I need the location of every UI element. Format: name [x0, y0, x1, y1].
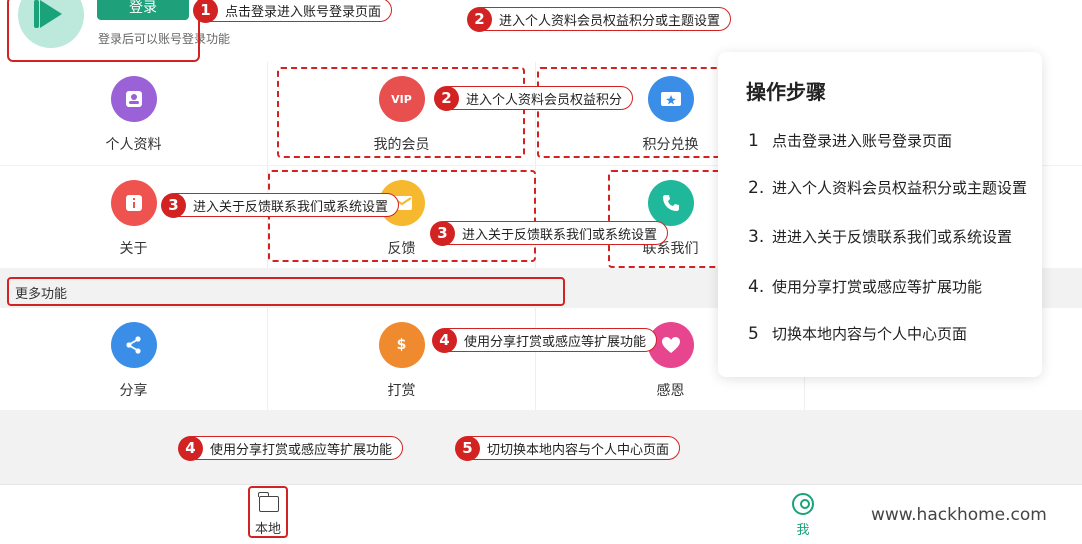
step-number: 4.	[748, 277, 765, 297]
watermark: www.hackhome.com	[871, 505, 1047, 525]
info-icon	[110, 180, 157, 226]
step-text: 切换本地内容与个人中心页面	[772, 325, 968, 343]
profile-icon	[110, 76, 157, 122]
callout-text: 使用分享打赏或感应等扩展功能	[464, 334, 647, 350]
callout-number: 4	[432, 328, 457, 353]
callout-text: 点击登录进入账号登录页面	[225, 4, 382, 20]
grid-item-label: 关于	[119, 241, 148, 257]
grid-item-points[interactable]: 积分兑换	[537, 62, 805, 165]
callout-text: 切切换本地内容与个人中心页面	[487, 442, 670, 458]
callout-number: 1	[193, 0, 218, 23]
step-text: 点击登录进入账号登录页面	[772, 132, 953, 150]
contact-dashed-highlight	[608, 170, 728, 268]
callout-text: 进入个人资料会员权益积分	[466, 92, 623, 108]
step-number: 2.	[748, 178, 765, 198]
steps-panel: 操作步骤 1 点击登录进入账号登录页面 2. 进入个人资料会员权益积分或主题设置 3…	[718, 52, 1042, 377]
grid-item-vip[interactable]: VIP 我的会员	[268, 62, 536, 165]
step-number: 1	[748, 131, 759, 151]
step-item: 3. 进进入关于反馈联系我们或系统设置	[748, 226, 1012, 247]
grid-item-share[interactable]: 分享	[0, 308, 268, 410]
step-number: 5	[748, 324, 759, 344]
callout-3b: 3 进入关于反馈联系我们或系统设置	[430, 221, 669, 246]
logo-bar	[34, 0, 39, 28]
callout-number: 3	[430, 221, 455, 246]
grid-item-label: 联系我们	[642, 241, 699, 257]
heart-icon	[647, 322, 694, 368]
callout-text: 进入关于反馈联系我们或系统设置	[462, 227, 658, 243]
step-item: 5 切换本地内容与个人中心页面	[748, 323, 967, 344]
grid-item-label: 积分兑换	[642, 137, 699, 153]
step-item: 1 点击登录进入账号登录页面	[748, 130, 952, 151]
step-item: 2. 进入个人资料会员权益积分或主题设置	[748, 177, 1027, 198]
callout-number: 2	[434, 86, 459, 111]
grid-item-label: 分享	[119, 383, 148, 399]
callout-number: 4	[178, 436, 203, 461]
step-item: 4. 使用分享打赏或感应等扩展功能	[748, 276, 982, 297]
step-number: 3.	[748, 227, 765, 247]
callout-2b: 2 进入个人资料会员权益积分	[434, 86, 634, 111]
phone-icon	[647, 180, 694, 226]
more-functions-highlight-box	[7, 277, 565, 306]
callout-text: 进入关于反馈联系我们或系统设置	[193, 199, 389, 215]
callout-text: 进入个人资料会员权益积分或主题设置	[499, 13, 721, 29]
grid-item-tip[interactable]: $ 打赏	[268, 308, 536, 410]
callout-1: 1 点击登录进入账号登录页面	[193, 0, 393, 23]
user-icon	[792, 493, 814, 515]
callout-number: 2	[467, 7, 492, 32]
grid-item-label: 打赏	[387, 383, 416, 399]
step-text: 使用分享打赏或感应等扩展功能	[772, 278, 983, 296]
nav-tab-me-label: 我	[796, 523, 810, 538]
folder-icon	[258, 492, 279, 512]
vip-dashed-highlight	[277, 67, 525, 158]
callout-number: 3	[161, 193, 186, 218]
callout-text: 使用分享打赏或感应等扩展功能	[210, 442, 393, 458]
grid-item-label: 感恩	[656, 383, 685, 399]
grid-item-label: 个人资料	[105, 137, 162, 153]
callout-5: 5 切切换本地内容与个人中心页面	[455, 436, 681, 461]
step-text: 进入个人资料会员权益积分或主题设置	[772, 179, 1028, 197]
grid-item-label: 反馈	[387, 241, 416, 257]
login-highlight-box	[7, 0, 200, 62]
play-icon	[40, 0, 62, 28]
callout-2a: 2 进入个人资料会员权益积分或主题设置	[467, 7, 732, 32]
callout-3a: 3 进入关于反馈联系我们或系统设置	[161, 193, 400, 218]
callout-number: 5	[455, 436, 480, 461]
login-button[interactable]: 登录	[97, 0, 189, 20]
steps-title: 操作步骤	[746, 80, 826, 104]
more-functions-title: 更多功能	[15, 287, 68, 302]
nav-tab-local[interactable]: 本地	[248, 486, 288, 538]
points-dashed-highlight	[537, 67, 737, 158]
grid-item-feedback[interactable]: 反馈	[268, 166, 536, 268]
login-hint: 登录后可以账号登录功能	[98, 32, 231, 46]
money-bag-icon: $	[378, 322, 425, 368]
nav-tab-local-label: 本地	[254, 522, 281, 537]
callout-4b: 4 使用分享打赏或感应等扩展功能	[178, 436, 404, 461]
nav-tab-me[interactable]: 我	[786, 491, 820, 539]
vip-icon: VIP	[378, 76, 425, 122]
grid-item-profile[interactable]: 个人资料	[0, 62, 268, 165]
grid-item-label: 我的会员	[373, 137, 430, 153]
step-text: 进进入关于反馈联系我们或系统设置	[772, 228, 1013, 246]
callout-4a: 4 使用分享打赏或感应等扩展功能	[432, 328, 658, 353]
share-icon	[110, 322, 157, 368]
ticket-icon	[647, 76, 694, 122]
grid-item-contact[interactable]: 联系我们	[537, 166, 805, 268]
bottom-nav: 本地 我	[0, 484, 1082, 544]
grid-item-about[interactable]: 关于	[0, 166, 268, 268]
